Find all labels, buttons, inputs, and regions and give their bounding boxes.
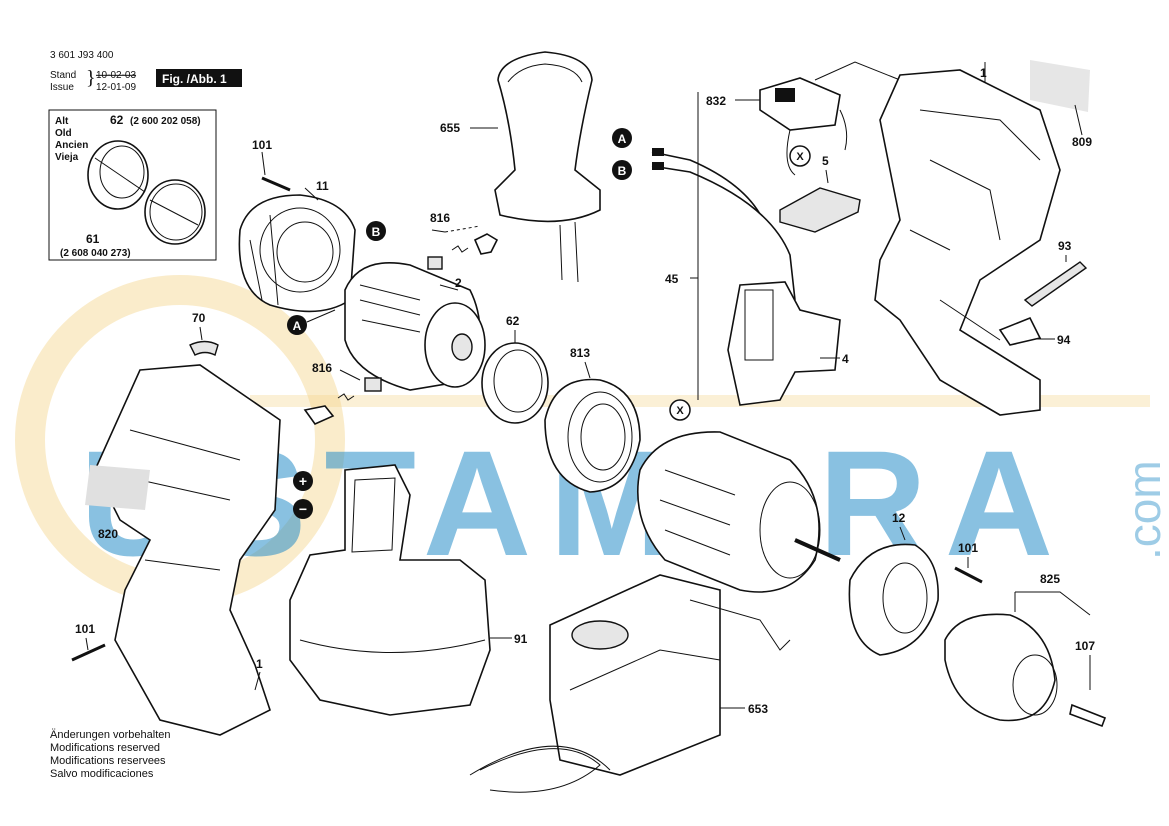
footer-line-0: Änderungen vorbehalten	[50, 729, 170, 741]
inset-ring-62	[87, 140, 149, 210]
inset-alt-2: Ancien	[55, 140, 88, 151]
stand-date: 10-02-03	[96, 70, 136, 81]
inset-part-61: 61	[86, 232, 100, 246]
inset-ring-61	[144, 179, 206, 245]
inset-part-62: 62	[110, 113, 124, 127]
callout-1-a: 1	[980, 66, 987, 80]
callout-101-b: 101	[958, 541, 978, 555]
svg-text:A: A	[293, 319, 302, 333]
part-45-axis: 45	[665, 92, 699, 400]
part-2-motor: 2	[344, 262, 486, 391]
callout-820: 820	[98, 527, 118, 541]
callout-93: 93	[1058, 239, 1072, 253]
part-11-housing: 101 11	[238, 138, 356, 313]
issue-label: Issue	[50, 82, 74, 93]
svg-text:X: X	[676, 405, 684, 417]
watermark-band	[250, 395, 1150, 407]
callout-2: 2	[455, 276, 462, 290]
part-1-housing-right: 1	[814, 61, 1061, 416]
callout-107: 107	[1075, 639, 1095, 653]
callout-1-b: 1	[256, 657, 263, 671]
part-653-charger: 653	[469, 574, 791, 793]
part-816-brushes-top: 816	[427, 211, 499, 270]
marker-b-left: B	[366, 221, 386, 241]
inset-old-parts: Alt Old Ancien Vieja 62 (2 600 202 058) …	[48, 109, 217, 261]
part-62-ring: 62	[481, 314, 549, 424]
callout-5: 5	[822, 154, 829, 168]
callout-11: 11	[316, 179, 329, 193]
callout-12: 12	[892, 511, 906, 525]
marker-x-center: X	[669, 399, 691, 421]
callout-816-b: 816	[312, 361, 332, 375]
part-832-switch-cover: 832 X	[706, 77, 848, 176]
callout-813: 813	[570, 346, 590, 360]
callout-101-c: 101	[75, 622, 95, 636]
part-gearbox	[637, 431, 841, 593]
marker-minus	[293, 499, 313, 519]
part-leads	[651, 148, 796, 301]
svg-text:A: A	[618, 132, 627, 146]
part-655-holster: 655	[440, 51, 601, 283]
stand-label: Stand	[50, 70, 76, 81]
callout-101-a: 101	[252, 138, 272, 152]
part-4-switch: 4	[727, 281, 849, 406]
svg-text:B: B	[372, 225, 381, 239]
part-12-cover: 12	[848, 511, 939, 656]
svg-text:X: X	[796, 151, 804, 163]
callout-4: 4	[842, 352, 849, 366]
figure-label-box	[156, 69, 242, 87]
callout-655: 655	[440, 121, 460, 135]
callout-809: 809	[1072, 135, 1092, 149]
svg-text:B: B	[618, 164, 627, 178]
part-820-label	[85, 465, 150, 510]
inset-part-62-number: (2 600 202 058)	[130, 116, 201, 127]
inset-alt-1: Old	[55, 128, 72, 139]
part-1-housing-left: 820 101 1	[71, 364, 281, 736]
callout-653: 653	[748, 702, 768, 716]
marker-x-top	[789, 145, 811, 167]
callout-91: 91	[514, 632, 528, 646]
inset-alt-0: Alt	[55, 116, 69, 127]
callout-62: 62	[506, 314, 520, 328]
inset-alt-3: Vieja	[55, 152, 79, 163]
footer-line-2: Modifications reservees	[50, 755, 166, 767]
svg-text:+: +	[299, 473, 307, 489]
footer-line-3: Salvo modificaciones	[50, 768, 154, 780]
part-813-gear: 813	[544, 346, 641, 493]
marker-plus	[293, 471, 313, 491]
svg-text:−: −	[299, 501, 307, 517]
part-5-slider: 5	[779, 154, 861, 233]
part-101-screw-right: 101	[954, 541, 983, 584]
marker-a-right: A	[612, 128, 632, 148]
callout-832: 832	[706, 94, 726, 108]
part-91-battery: + − 91	[289, 464, 528, 716]
part-70-clip: 70	[189, 311, 219, 356]
watermark-suffix: .com	[1118, 460, 1169, 560]
footer-line-1: Modifications reserved	[50, 742, 160, 754]
doc-number: 3 601 J93 400	[50, 50, 114, 61]
issue-date: 12-01-09	[96, 82, 136, 93]
callout-94: 94	[1057, 333, 1071, 347]
callout-825: 825	[1040, 572, 1060, 586]
marker-b-right: B	[612, 160, 632, 180]
figure-label: Fig. /Abb. 1	[162, 72, 227, 86]
callout-45: 45	[665, 272, 679, 286]
part-816-brushes-bottom: 816	[303, 361, 382, 425]
inset-part-61-number: (2 608 040 273)	[60, 248, 131, 259]
callout-816-a: 816	[430, 211, 450, 225]
marker-a-left: A	[287, 309, 336, 335]
part-93-bit: 93	[1023, 239, 1088, 307]
part-809-label: 809	[1030, 60, 1092, 149]
part-825-chuck: 825 107	[944, 572, 1107, 728]
part-94-clip: 94	[998, 316, 1071, 347]
callout-70: 70	[192, 311, 206, 325]
header-brace: }	[86, 67, 96, 89]
